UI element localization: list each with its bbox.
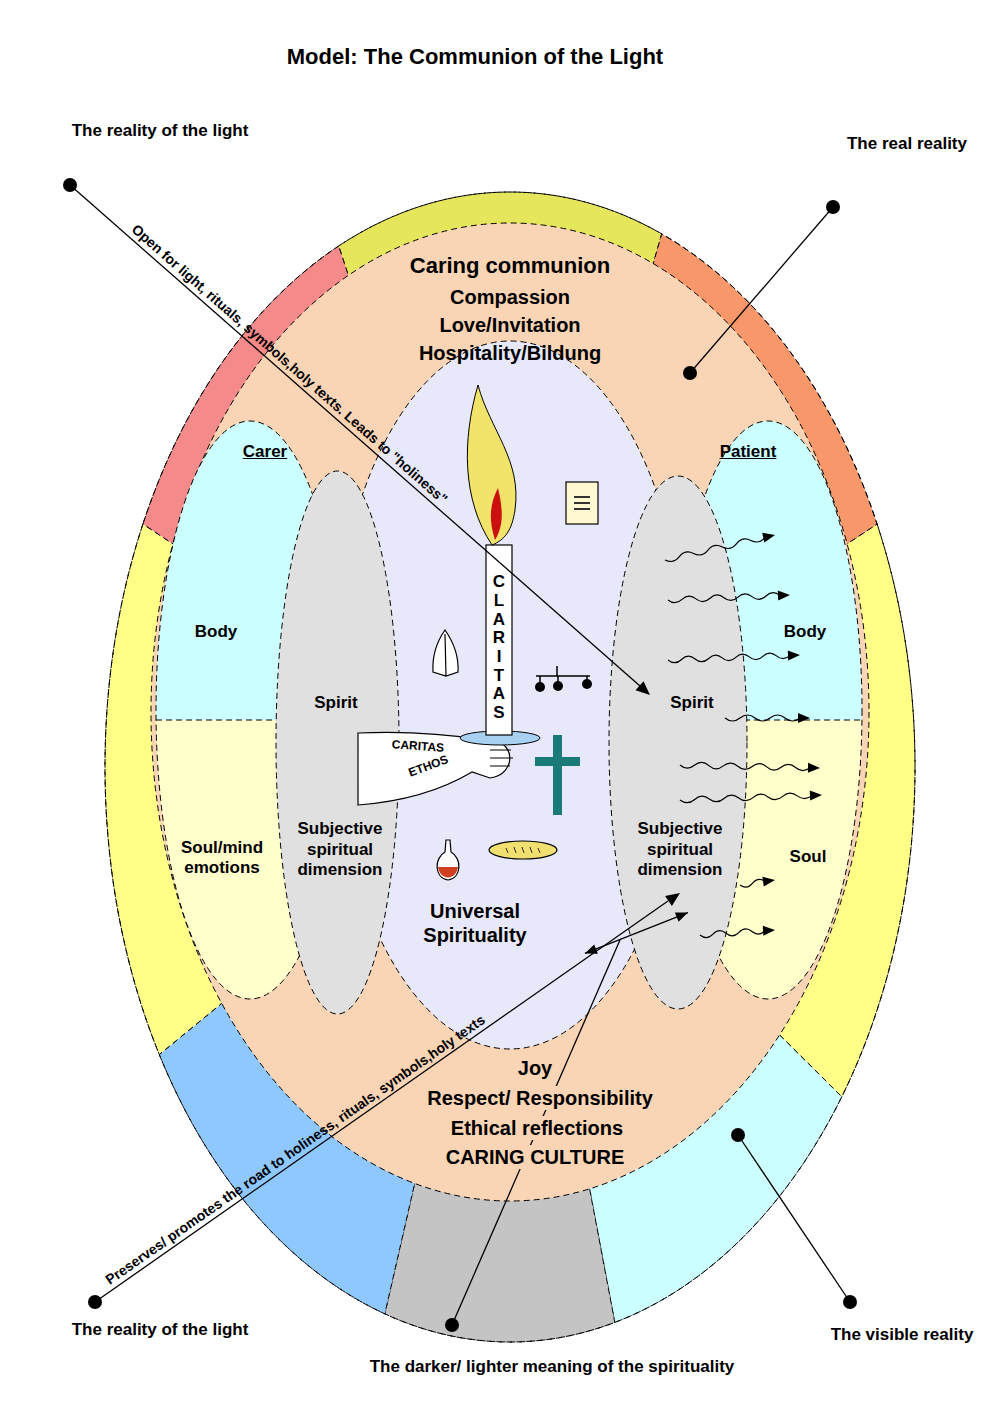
candle-holder [460,731,540,745]
cross [553,735,562,815]
hand-label: CARITAS [391,737,444,755]
callout-dot [88,1295,102,1309]
scroll [566,482,598,524]
callout-label: The reality of the light [72,121,249,141]
praying-hands [433,630,458,676]
node-text: Hospitality/Bildung [419,341,601,365]
callout-dot [445,1318,459,1332]
connector [585,912,688,953]
soul-region: Soul/mind emotions [160,720,280,980]
bread [489,841,557,859]
wave-arrow [680,793,816,803]
wave-arrow [668,653,794,663]
wave-arrowhead [798,713,810,723]
ring-outline [105,192,915,1342]
node-text: Body [784,622,827,642]
wave-arrow [665,536,769,561]
wave-arrow [725,715,804,721]
callout-dot [683,366,697,380]
soul-region: Soul [750,720,850,980]
node-text: Universal Spirituality [395,899,555,947]
node-text: CARING CULTURE [443,1145,628,1169]
callout-dots [63,178,857,1332]
diagram-title: Model: The Communion of the Light [287,44,663,70]
spirit-oval-shape [608,475,748,1010]
wave-arrow [740,879,769,887]
wave-arrowhead [788,651,800,661]
connector-arrowhead [675,912,688,921]
flask [437,840,459,880]
wave-arrow [700,929,769,938]
patient-lobe: PatientBodySoulSpiritSubjective spiritua… [673,420,863,1000]
arrowhead [665,893,680,906]
scale-weight [582,679,592,689]
node-text: Ethical reflections [448,1116,626,1140]
callout-dot [63,178,77,192]
node-text: Soul [790,847,827,867]
callout-dot [731,1128,745,1142]
node-text: Subjective spiritual dimension [285,819,395,880]
callout-label: The visible reality [831,1325,974,1345]
node-text: Spirit [670,693,713,713]
flame-core [491,488,502,540]
callout-label: The real reality [847,134,967,154]
node-text: Subjective spiritual dimension [624,819,736,880]
wave-arrow [680,762,814,770]
cross [535,757,580,766]
connector-arrowhead [585,944,598,953]
leader-line [70,185,640,686]
caring-communion-oval: Caring communionCompassionLove/Invitatio… [150,222,870,1202]
leader-lines [70,185,850,1325]
caring-communion-oval-outline [151,223,869,1201]
callout-dot [826,200,840,214]
flame [467,385,516,545]
hand [358,732,510,805]
node-text: Caring communion [410,253,610,279]
leader-line [95,901,668,1302]
scale-weight [553,681,563,691]
node-text: Carer [243,442,287,462]
scale-weight [535,682,545,692]
wave-arrowhead [763,926,775,936]
spirit-oval: SpiritSubjective spiritual dimension [608,475,748,1010]
callout-dot [843,1295,857,1309]
body-region: Body [160,470,280,720]
candle [486,545,512,735]
wave-arrowhead [810,790,822,800]
wave-arrowhead [762,533,775,543]
radiating-waves [665,533,822,938]
scroll-lines [574,497,590,509]
node-text: Compassion [450,285,570,309]
connector-line [585,913,688,954]
node-text: Joy [518,1056,552,1080]
wave-arrowhead [778,591,790,601]
node-text: Spirit [314,693,357,713]
node-text: Respect/ Responsibility [424,1086,656,1110]
leader-line [690,207,833,373]
bread-marks [506,847,540,853]
wave-arrowhead [808,763,820,773]
wave-arrowhead [762,877,775,887]
flask-oil [438,867,458,878]
leader-line [738,1135,850,1302]
node-text: Soul/mind emotions [170,838,275,879]
node-text: Patient [720,442,777,462]
body-region: Body [750,470,850,720]
fingers [490,750,513,766]
node-text: Love/Invitation [439,313,580,337]
spirit-oval: SpiritSubjective spiritual dimension [275,470,400,1015]
wave-arrow [668,593,784,603]
callout-label: The darker/ lighter meaning of the spiri… [370,1357,735,1377]
node-text: Body [195,622,238,642]
scales [536,666,590,682]
candle-label: CLARITAS [492,573,506,723]
spirit-oval-outline [276,471,399,1014]
spirit-oval-shape [275,470,400,1015]
leader-line [452,940,620,1325]
carer-lobe: CarerBodySoul/mind emotionsSpiritSubject… [155,420,345,1000]
callout-label: The reality of the light [72,1320,249,1340]
spirit-oval-outline [609,476,747,1009]
arrowhead [636,681,651,695]
